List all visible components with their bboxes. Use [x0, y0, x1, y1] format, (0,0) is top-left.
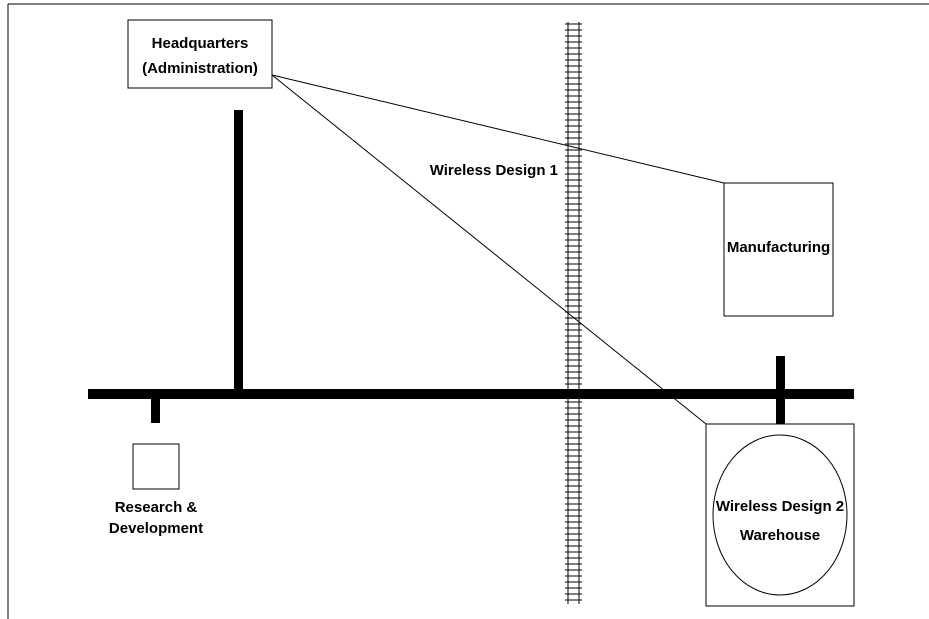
development-label: Development — [109, 520, 203, 537]
research-access-road — [151, 397, 160, 423]
wireless-link-to-manufacturing — [271, 74, 725, 184]
warehouse-access-road — [776, 356, 785, 425]
main-road — [88, 389, 854, 399]
research-box — [132, 443, 180, 490]
warehouse-building: Wireless Design 2 Warehouse — [705, 423, 855, 607]
research-development-building: Research & Development — [109, 443, 203, 537]
manufacturing-box — [723, 182, 834, 317]
headquarters-access-road — [234, 110, 243, 391]
warehouse-label: Warehouse — [740, 527, 820, 544]
manufacturing-label: Manufacturing — [727, 239, 830, 256]
wireless-design-2-area — [712, 434, 848, 596]
manufacturing-building: Manufacturing — [723, 182, 834, 317]
wireless-link-to-warehouse — [271, 74, 707, 425]
headquarters-sublabel: (Administration) — [142, 60, 258, 77]
research-label: Research & — [115, 499, 198, 516]
railroad-track — [565, 22, 582, 604]
headquarters-building: Headquarters (Administration) — [127, 19, 273, 89]
wireless-design-2-label: Wireless Design 2 — [716, 498, 844, 515]
headquarters-box — [127, 19, 273, 89]
headquarters-label: Headquarters — [152, 35, 249, 52]
wireless-design-1-label: Wireless Design 1 — [430, 162, 558, 179]
railroad-ties — [565, 23, 582, 601]
